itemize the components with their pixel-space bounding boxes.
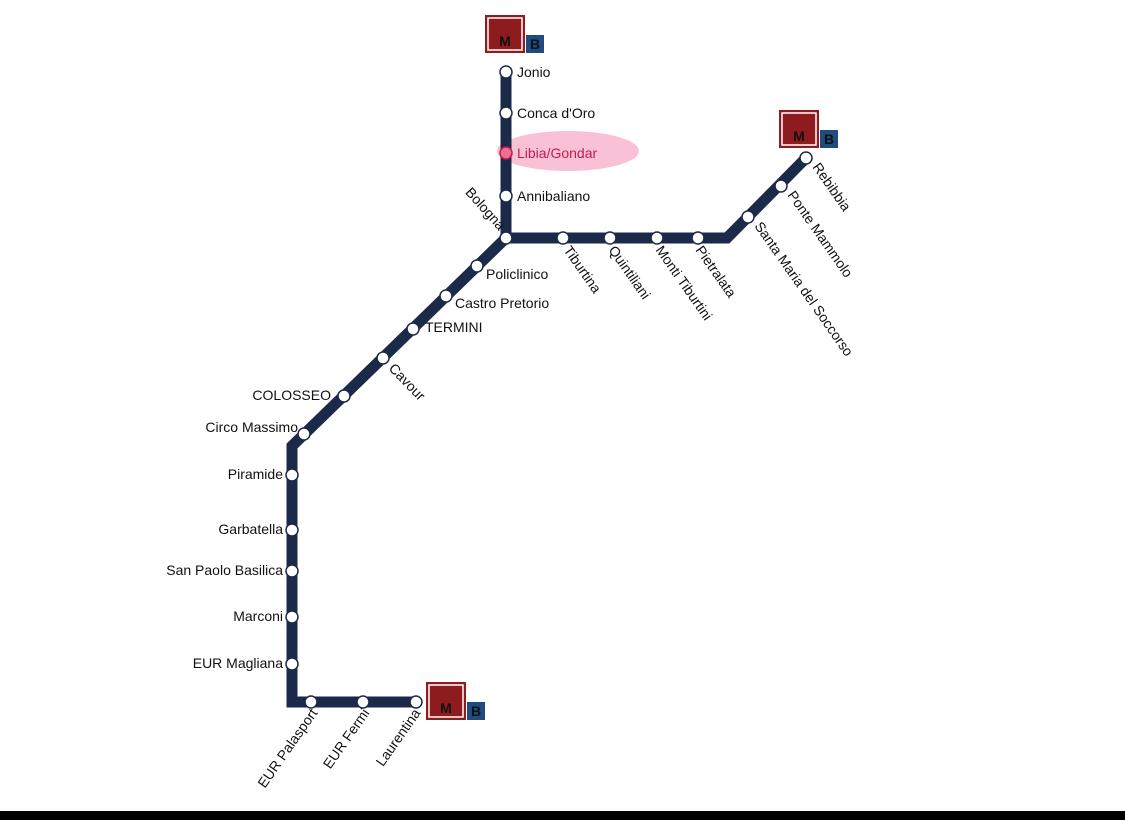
station-dot-icon[interactable] — [499, 65, 513, 79]
terminus-logo-east: M B — [779, 110, 838, 148]
terminus-logo-south: M B — [426, 682, 485, 720]
station-castro-pretorio[interactable]: Castro Pretorio — [439, 289, 549, 311]
station-dot-icon[interactable] — [499, 106, 513, 120]
terminus-logo-north: M B — [485, 15, 544, 53]
station-garbatella[interactable]: Garbatella — [218, 521, 299, 537]
station-dot-icon[interactable] — [285, 468, 299, 482]
station-label[interactable]: Cavour — [386, 360, 429, 404]
station-dot-icon[interactable] — [499, 189, 513, 203]
station-label[interactable]: TERMINI — [425, 319, 483, 335]
station-label[interactable]: COLOSSEO — [252, 387, 331, 403]
station-label[interactable]: EUR Magliana — [193, 655, 283, 671]
station-dot-icon[interactable] — [356, 695, 370, 709]
station-dot-icon[interactable] — [603, 231, 617, 245]
station-dot-icon[interactable] — [439, 289, 453, 303]
station-label[interactable]: Quintiliani — [606, 243, 654, 303]
station-cavour[interactable]: Cavour — [376, 351, 429, 404]
station-marconi[interactable]: Marconi — [233, 608, 299, 624]
station-conca-doro[interactable]: Conca d'Oro — [499, 105, 595, 121]
station-dot-icon[interactable] — [285, 523, 299, 537]
station-label[interactable]: Piramide — [228, 466, 283, 482]
station-label[interactable]: Tiburtina — [561, 243, 605, 297]
station-label-highlighted[interactable]: Libia/Gondar — [517, 145, 598, 161]
station-dot-icon[interactable] — [499, 146, 513, 160]
station-label[interactable]: Rebibbia — [810, 160, 855, 215]
station-circo-massimo[interactable]: Circo Massimo — [205, 419, 311, 441]
station-santa-maria-del-soccorso[interactable]: Santa Maria del Soccorso — [741, 210, 857, 360]
station-eur-palasport[interactable]: EUR Palasport — [254, 695, 321, 791]
station-dot-icon[interactable] — [409, 695, 423, 709]
metro-m-logo-icon — [779, 110, 819, 148]
station-label[interactable]: San Paolo Basilica — [166, 562, 283, 578]
station-label[interactable]: EUR Fermi — [320, 706, 373, 772]
station-label[interactable]: Policlinico — [486, 266, 548, 282]
station-jonio[interactable]: Jonio — [499, 64, 551, 80]
station-dot-icon[interactable] — [285, 610, 299, 624]
metro-logo-letter: M — [793, 128, 805, 144]
station-dot-icon[interactable] — [650, 231, 664, 245]
line-badge-letter: B — [471, 703, 481, 719]
station-dot-icon[interactable] — [285, 657, 299, 671]
metro-logo-letter: M — [499, 33, 511, 49]
station-label[interactable]: Marconi — [233, 608, 283, 624]
station-label[interactable]: EUR Palasport — [254, 705, 320, 790]
metro-m-logo-icon — [426, 682, 466, 720]
libia-gondar-highlight — [497, 131, 639, 171]
line-badge-letter: B — [530, 36, 540, 52]
station-label[interactable]: Castro Pretorio — [455, 295, 549, 311]
bottom-border-bar — [0, 811, 1125, 820]
station-label[interactable]: Jonio — [517, 64, 551, 80]
station-piramide[interactable]: Piramide — [228, 466, 299, 482]
station-dot-icon[interactable] — [741, 210, 755, 224]
station-label[interactable]: Conca d'Oro — [517, 105, 595, 121]
station-dot-icon[interactable] — [799, 151, 813, 165]
station-dot-icon[interactable] — [337, 389, 351, 403]
station-dot-icon[interactable] — [304, 695, 318, 709]
station-policlinico[interactable]: Policlinico — [470, 259, 548, 282]
station-label[interactable]: Circo Massimo — [205, 419, 298, 435]
station-dot-icon[interactable] — [376, 351, 390, 365]
station-colosseo[interactable]: COLOSSEO — [252, 387, 351, 403]
station-dot-icon[interactable] — [691, 231, 705, 245]
station-san-paolo-basilica[interactable]: San Paolo Basilica — [166, 562, 299, 578]
station-dot-icon[interactable] — [556, 231, 570, 245]
station-label[interactable]: Santa Maria del Soccorso — [752, 219, 857, 360]
station-libia-gondar[interactable]: Libia/Gondar — [499, 145, 598, 161]
line-badge-letter: B — [824, 131, 834, 147]
station-dot-icon[interactable] — [285, 564, 299, 578]
station-dot-icon[interactable] — [470, 259, 484, 273]
line-b-badge-icon — [467, 702, 485, 720]
station-label[interactable]: Laurentina — [372, 705, 423, 769]
station-dot-icon[interactable] — [499, 231, 513, 245]
station-annibaliano[interactable]: Annibaliano — [499, 188, 590, 204]
station-dot-icon[interactable] — [406, 322, 420, 336]
station-label[interactable]: Annibaliano — [517, 188, 590, 204]
station-dot-icon[interactable] — [774, 179, 788, 193]
metro-m-logo-icon — [485, 15, 525, 53]
line-b-badge-icon — [820, 130, 838, 148]
line-b-badge-icon — [526, 35, 544, 53]
station-dot-icon[interactable] — [297, 427, 311, 441]
metro-logo-letter: M — [440, 700, 452, 716]
station-label[interactable]: Garbatella — [218, 521, 283, 537]
station-termini[interactable]: TERMINI — [406, 319, 483, 336]
station-eur-magliana[interactable]: EUR Magliana — [193, 655, 299, 671]
